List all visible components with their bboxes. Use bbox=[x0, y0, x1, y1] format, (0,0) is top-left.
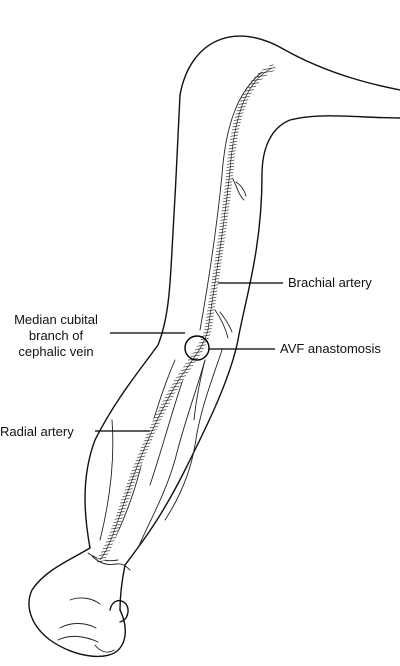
hand bbox=[28, 547, 129, 658]
anastomosis-circle bbox=[184, 335, 210, 361]
label-median-cubital-1: Median cubital bbox=[14, 312, 98, 327]
labels: Brachial artery Median cubital branch of… bbox=[0, 275, 381, 439]
leader-lines bbox=[95, 282, 283, 432]
vessel-pathway bbox=[91, 64, 276, 571]
label-avf-anastomosis: AVF anastomosis bbox=[280, 341, 381, 356]
label-brachial-artery: Brachial artery bbox=[288, 275, 372, 290]
arm-outline bbox=[84, 35, 400, 566]
label-median-cubital-3: cephalic vein bbox=[18, 344, 93, 359]
label-radial-artery: Radial artery bbox=[0, 424, 74, 439]
label-median-cubital-2: branch of bbox=[29, 328, 84, 343]
